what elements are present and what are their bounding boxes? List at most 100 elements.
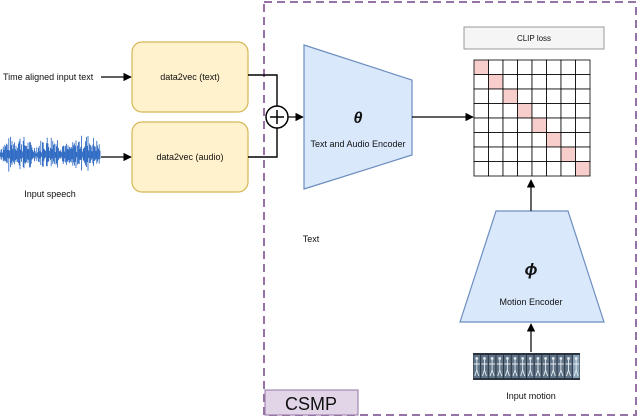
motion-figure-icon [496,360,503,377]
motion-figure-icon [527,360,534,377]
text-to-sum-connector [248,74,278,106]
motion-figure-icon [489,360,496,377]
clip-grid-cell [517,88,533,104]
motion-figure-head [483,357,486,360]
motion-figure-icon [481,360,488,377]
clip-grid-cell [560,161,576,177]
clip-grid-cell [546,117,562,133]
clip-grid-cell [531,59,547,75]
clip-loss-box [463,26,605,50]
motion-figure-head [490,357,494,360]
motion-figure-head [559,357,563,360]
csmp-frame [263,1,637,416]
clip-grid-cell [575,117,591,133]
motion-figure-icon [512,360,519,377]
clip-grid-cell [502,117,518,133]
data2vec-text-box [131,41,249,113]
clip-grid-cell [546,59,562,75]
clip-grid-cell [531,103,547,119]
input-speech-label: Input speech [24,189,76,199]
clip-grid-cell [502,161,518,177]
clip-grid-cell [473,88,489,104]
clip-grid-cell [531,146,547,162]
csmp-label-box [264,389,359,416]
clip-grid-cell [575,59,591,75]
input-motion-label: Input motion [506,391,556,401]
motion-figure-icon [534,360,541,377]
clip-grid-diagonal-cell [517,103,533,119]
motion-figure-head [536,357,540,360]
text-audio-encoder-shape [303,44,413,190]
clip-grid-cell [560,103,576,119]
clip-grid-cell [560,74,576,90]
motion-encoder-label: Motion Encoder [499,297,562,307]
clip-grid-diagonal-cell [531,117,547,133]
clip-grid-cell [517,132,533,148]
clip-grid-cell [546,146,562,162]
motion-figure-head [551,357,555,360]
motion-figure-head [528,357,532,360]
clip-grid-cell [502,146,518,162]
phi-symbol: ϕ [525,260,538,279]
data2vec-audio-label: data2vec (audio) [156,152,223,162]
motion-figure-icon [473,360,480,377]
motion-figure-icon [557,360,564,377]
clip-grid-cell [517,146,533,162]
clip-grid-cell [560,117,576,133]
clip-grid-cell [517,117,533,133]
clip-grid-cell [488,117,504,133]
clip-grid-cell [473,103,489,119]
input-text-label: Time aligned input text [3,72,94,82]
clip-grid-cell [575,132,591,148]
motion-figure-head [521,357,525,360]
motion-figure-icon [550,360,557,377]
clip-grid-cell [531,74,547,90]
motion-figure-head [574,357,578,360]
motion-frames-icon [473,353,580,380]
clip-grid-cell [473,117,489,133]
clip-grid-cell [488,146,504,162]
clip-grid-cell [517,74,533,90]
motion-figure-head [544,357,548,360]
csmp-label: CSMP [285,394,337,414]
clip-loss-label: CLIP loss [517,34,551,43]
clip-grid-cell [502,132,518,148]
clip-grid-cell [473,146,489,162]
data2vec-text-label: data2vec (text) [160,72,220,82]
clip-grid-cell [546,161,562,177]
clip-grid-cell [560,59,576,75]
clip-grid-cell [531,88,547,104]
text-audio-encoder-label: Text and Audio Encoder [310,139,405,149]
clip-grid-cell [560,132,576,148]
motion-figure-head [498,357,502,360]
clip-grid-cell [575,146,591,162]
clip-grid-diagonal-cell [488,74,504,90]
clip-grid-cell [517,59,533,75]
motion-figure-icon [504,360,511,377]
clip-grid-cell [531,161,547,177]
theta-symbol: θ [354,110,363,127]
clip-grid-cell [473,74,489,90]
clip-grid-cell [488,161,504,177]
clip-grid-cell [546,88,562,104]
clip-grid-cell [560,88,576,104]
clip-grid-cell [488,59,504,75]
clip-grid-cell [517,161,533,177]
motion-encoder-shape [459,210,605,323]
clip-grid-cell [575,103,591,119]
clip-grid-diagonal-cell [546,132,562,148]
motion-figure-head [505,357,509,360]
motion-figure-icon [565,360,572,377]
clip-grid-diagonal-cell [502,88,518,104]
clip-grid-cell [502,59,518,75]
clip-grid-cell [488,103,504,119]
clip-grid-cell [502,103,518,119]
clip-grid-cell [546,74,562,90]
clip-grid-diagonal-cell [560,146,576,162]
clip-grid-cell [575,74,591,90]
motion-figure-head [513,357,517,360]
clip-grid-cell [473,161,489,177]
clip-grid-cell [531,132,547,148]
clip-grid-cell [546,103,562,119]
